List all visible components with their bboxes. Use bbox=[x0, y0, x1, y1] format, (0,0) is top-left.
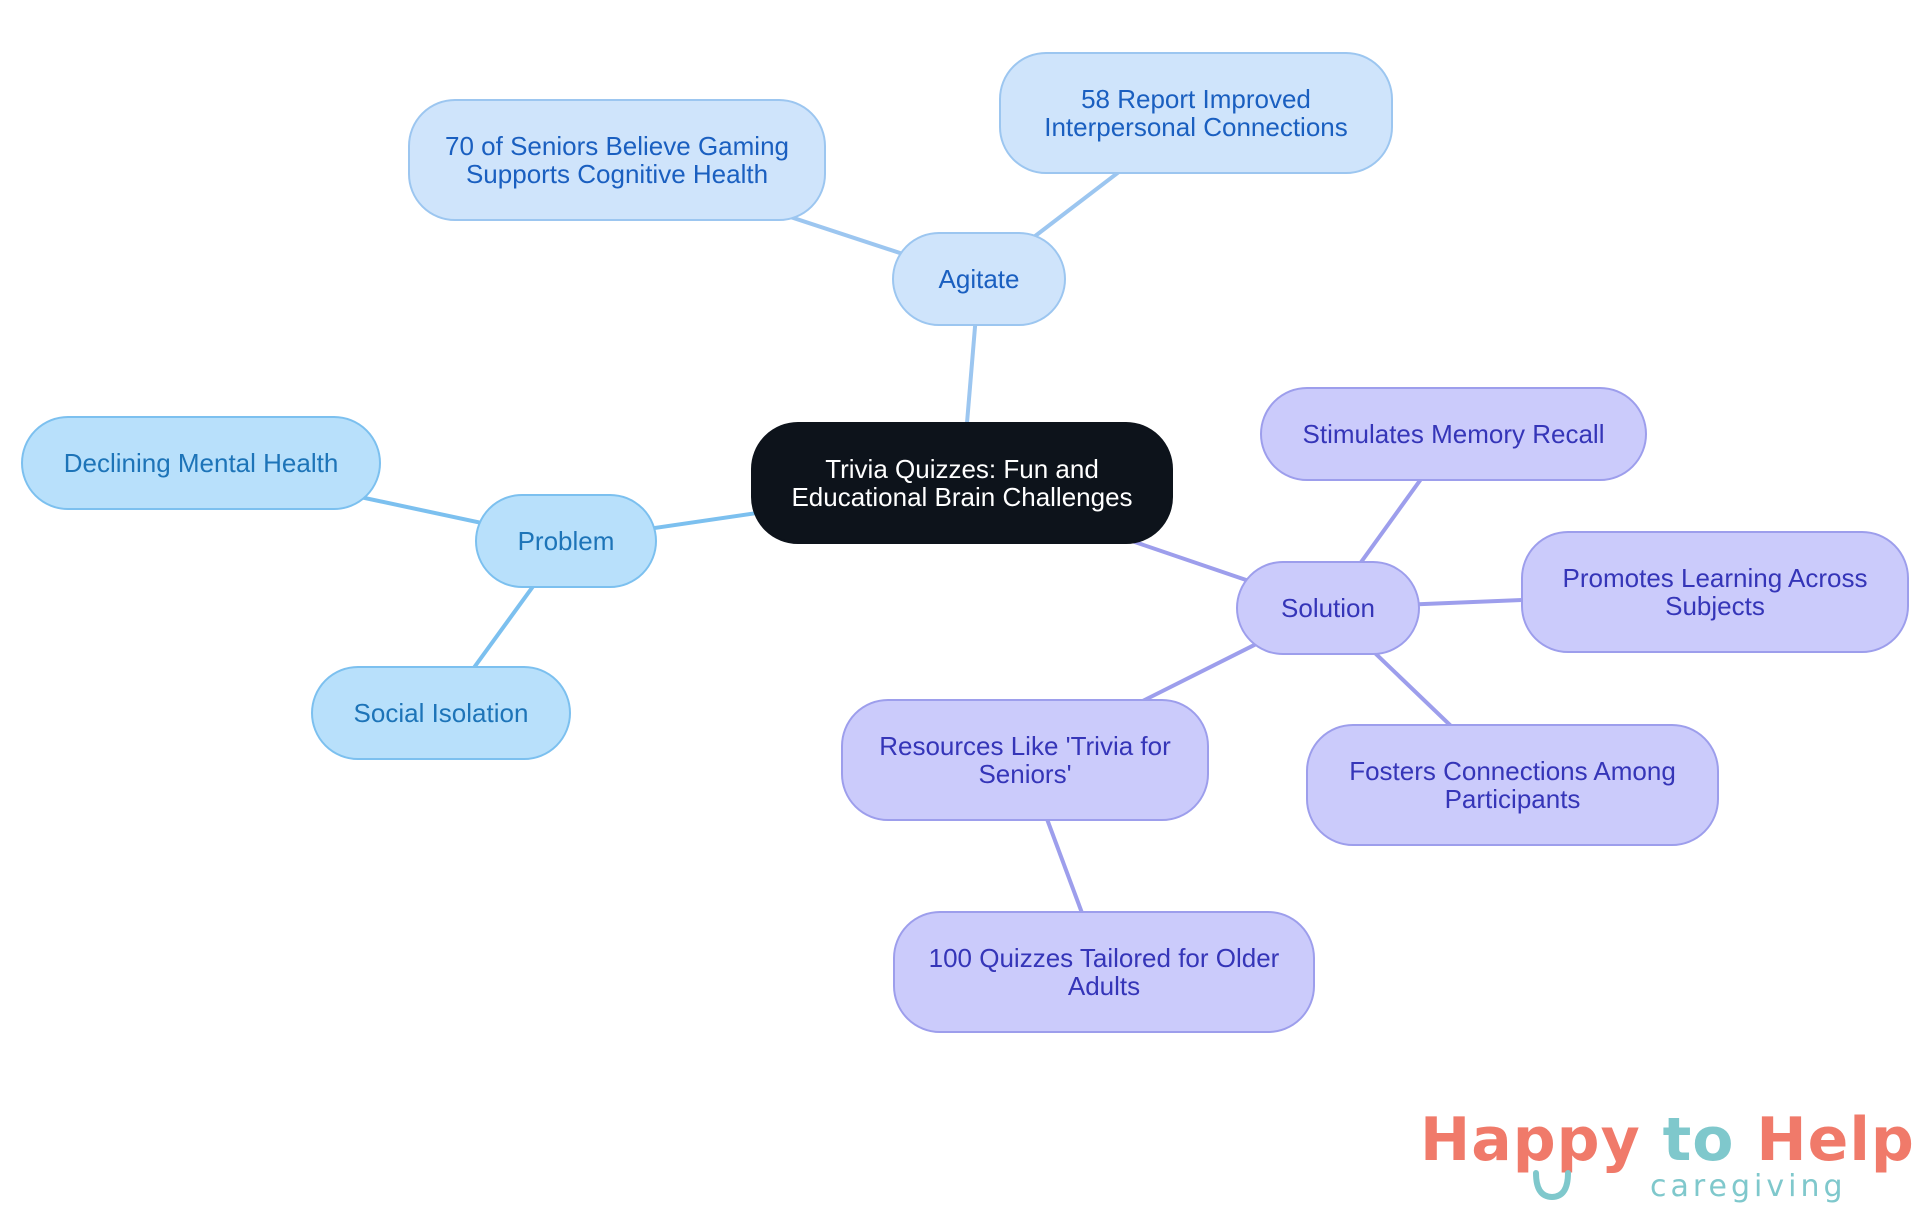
leaf-node-declining-mental-health-label-line: Declining Mental Health bbox=[64, 448, 339, 478]
leaf-node-connections-box bbox=[1306, 724, 1719, 846]
branch-node-agitate[interactable]: Agitate bbox=[892, 232, 1066, 326]
happy-to-help-logo: Happy to Help caregiving bbox=[1420, 1105, 1914, 1205]
leaf-node-seniors-gaming-box bbox=[408, 99, 826, 221]
leaf-node-memory-recall-label-line: Stimulates Memory Recall bbox=[1303, 419, 1605, 449]
leaf-node-learning-box bbox=[1521, 531, 1909, 653]
leaf-node-seniors-gaming-label-line: Supports Cognitive Health bbox=[466, 159, 768, 189]
branch-node-problem-label-line: Problem bbox=[518, 526, 615, 556]
branch-node-solution[interactable]: Solution bbox=[1236, 561, 1420, 655]
leaf-node-memory-recall-box bbox=[1260, 387, 1647, 481]
logo-word-help: Help bbox=[1756, 1105, 1915, 1175]
leaf-node-connections-label-line: Participants bbox=[1445, 784, 1581, 814]
branch-node-solution-label-line: Solution bbox=[1281, 593, 1375, 623]
branch-node-solution-box bbox=[1236, 561, 1420, 655]
leaf-node-declining-mental-health-box bbox=[21, 416, 381, 510]
logo-tagline: caregiving bbox=[1650, 1169, 1847, 1204]
leaf-node-quizzes-box bbox=[893, 911, 1315, 1033]
smile-icon bbox=[1533, 1170, 1571, 1201]
branch-node-agitate-box bbox=[892, 232, 1066, 326]
root-node-label-line: Educational Brain Challenges bbox=[791, 482, 1132, 512]
logo-word-to: to bbox=[1662, 1105, 1735, 1175]
leaf-node-resources-label-line: Resources Like 'Trivia for bbox=[879, 731, 1171, 761]
leaf-node-learning-label-line: Subjects bbox=[1665, 591, 1765, 621]
leaf-node-resources-box bbox=[841, 699, 1209, 821]
leaf-node-memory-recall[interactable]: Stimulates Memory Recall bbox=[1260, 387, 1647, 481]
leaf-node-quizzes-label-line: 100 Quizzes Tailored for Older bbox=[929, 943, 1280, 973]
leaf-node-resources-label-line: Seniors' bbox=[978, 759, 1071, 789]
leaf-node-interpersonal-label-line: Interpersonal Connections bbox=[1044, 112, 1348, 142]
root-node-box bbox=[751, 422, 1173, 544]
branch-node-problem-box bbox=[475, 494, 657, 588]
logo-word-happy: Happy bbox=[1420, 1105, 1641, 1175]
leaf-node-social-isolation-label-line: Social Isolation bbox=[354, 698, 529, 728]
leaf-node-learning-label-line: Promotes Learning Across bbox=[1563, 563, 1868, 593]
leaf-node-interpersonal-box bbox=[999, 52, 1393, 174]
branch-node-agitate-label-line: Agitate bbox=[939, 264, 1020, 294]
root-node-label-line: Trivia Quizzes: Fun and bbox=[825, 454, 1099, 484]
leaf-node-interpersonal-label-line: 58 Report Improved bbox=[1081, 84, 1311, 114]
leaf-node-social-isolation-box bbox=[311, 666, 571, 760]
leaf-node-social-isolation[interactable]: Social Isolation bbox=[311, 666, 571, 760]
leaf-node-connections-label-line: Fosters Connections Among bbox=[1349, 756, 1676, 786]
logo-wordmark: Happy to Help bbox=[1420, 1105, 1915, 1175]
leaf-node-seniors-gaming-label-line: 70 of Seniors Believe Gaming bbox=[445, 131, 789, 161]
leaf-node-quizzes-label-line: Adults bbox=[1068, 971, 1140, 1001]
branch-node-problem[interactable]: Problem bbox=[475, 494, 657, 588]
leaf-node-declining-mental-health[interactable]: Declining Mental Health bbox=[21, 416, 381, 510]
